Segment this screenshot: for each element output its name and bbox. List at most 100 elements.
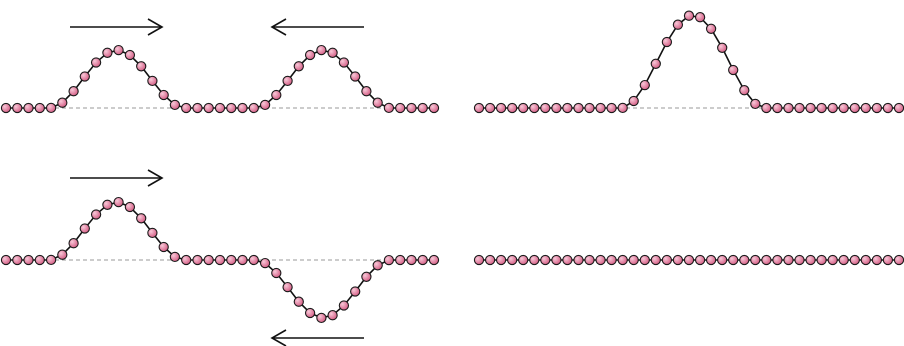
bead [893,254,904,266]
bead [282,75,293,87]
bead [650,254,661,266]
bead [473,102,485,114]
bead [428,102,440,114]
bead [406,102,417,114]
bead [361,86,372,97]
bead [147,227,158,239]
bead [772,102,783,114]
bead [102,199,113,210]
bead [705,254,717,266]
bead [0,102,12,114]
bead [395,254,406,266]
bead [694,12,706,23]
bead [661,36,673,48]
bead [361,271,372,282]
bead [495,102,507,114]
bead [562,254,573,266]
bead [45,102,57,114]
bead [739,85,750,96]
bead [484,254,496,266]
bead [203,254,214,266]
bead [45,254,57,266]
bead [617,102,628,114]
bead [327,310,338,321]
bead [606,102,617,114]
bead [672,254,684,266]
bead [181,254,192,266]
bead [338,300,350,311]
bead [761,102,772,114]
bead [893,102,904,114]
bead [750,254,761,266]
bead [484,102,496,114]
bead [573,102,584,114]
bead [34,254,45,266]
bead [57,249,68,260]
bead [136,213,147,224]
bead [304,307,316,319]
bead [518,102,529,114]
bead [282,281,293,293]
bead [584,102,595,114]
bead [316,44,327,56]
bead [882,102,894,114]
bead [372,260,383,271]
direction-arrow-icon [270,329,364,346]
bead [271,89,282,101]
bead [694,254,706,266]
bead [540,102,551,114]
bead [124,201,136,213]
bead [849,254,860,266]
bead [606,254,617,266]
bead [417,102,428,114]
bead [628,95,639,107]
bead [728,64,739,76]
bead [750,98,761,110]
bead [192,254,203,266]
bead [529,254,540,266]
bead [473,254,485,266]
bead [882,254,894,266]
bead [783,254,794,266]
bead [683,254,695,266]
bead [102,47,113,58]
bead [271,267,282,279]
bead [237,102,248,114]
bead [383,102,395,114]
bead [540,254,551,266]
bead [495,254,507,266]
panel-destructive-cancellation [473,254,904,266]
bead [783,102,794,114]
arrow-head [147,169,164,187]
bead [507,254,518,266]
bead [79,71,90,82]
bead [23,254,34,266]
bead [772,254,783,266]
bead [871,254,883,266]
bead [259,99,271,111]
bead [805,102,816,114]
direction-arrow-icon [70,169,164,187]
bead [672,19,684,30]
bead [705,23,717,34]
bead [12,254,23,266]
bead [717,254,728,266]
bead [406,254,417,266]
bead [237,254,248,266]
bead [181,102,192,114]
string-line [479,14,899,109]
bead [338,57,350,68]
bead [661,254,673,266]
bead [838,254,849,266]
bead [68,238,79,249]
bead [169,99,181,111]
bead [214,102,226,114]
direction-arrow-icon [270,18,364,36]
bead [417,254,428,266]
bead [158,241,169,253]
arrow-head [270,329,287,346]
bead [136,61,147,72]
bead [860,254,871,266]
bead [562,102,573,114]
bead [860,102,871,114]
